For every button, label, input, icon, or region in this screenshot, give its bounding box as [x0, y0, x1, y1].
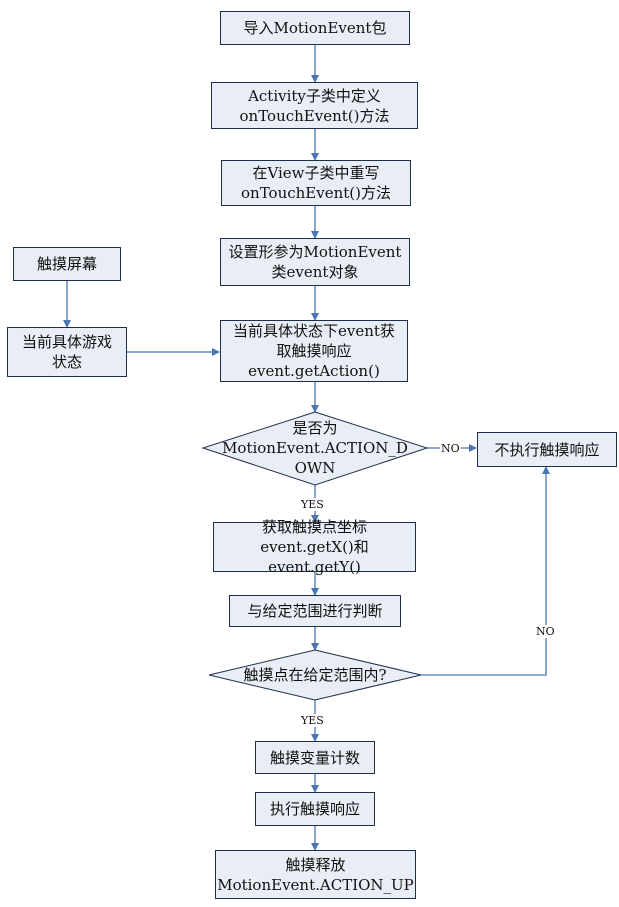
edge-label-no-1: NO	[440, 442, 461, 455]
node-touch-screen: 触摸屏幕	[13, 247, 121, 281]
node-execute-response: 执行触摸响应	[255, 792, 375, 826]
node-judge-range: 与给定范围进行判断	[229, 595, 401, 627]
node-get-coordinates: 获取触摸点坐标 event.getX()和event.getY()	[213, 518, 416, 576]
node-game-state: 当前具体游戏 状态	[7, 327, 127, 377]
edge-label-yes-1: YES	[300, 498, 325, 511]
decision-label-in-range: 触摸点在给定范围内?	[243, 666, 387, 684]
edge-label-no-2: NO	[535, 625, 556, 638]
edge-label-yes-2: YES	[300, 714, 325, 727]
node-no-response: 不执行触摸响应	[477, 432, 617, 467]
node-release: 触摸释放 MotionEvent.ACTION_UP	[215, 850, 416, 899]
node-count-variable: 触摸变量计数	[255, 741, 375, 774]
decision-label-action-down: 是否为 MotionEvent.ACTION_D OWN	[222, 419, 408, 477]
node-set-param: 设置形参为MotionEvent 类event对象	[220, 238, 410, 286]
node-get-action: 当前具体状态下event获 取触摸响应 event.getAction()	[220, 320, 408, 382]
decision-diamond-action-down	[201, 411, 429, 486]
node-view-override: 在View子类中重写 onTouchEvent()方法	[221, 160, 411, 206]
node-import-package: 导入MotionEvent包	[220, 11, 410, 45]
node-activity-define: Activity子类中定义 onTouchEvent()方法	[211, 82, 418, 129]
edge-range-no	[421, 466, 550, 676]
decision-diamond-in-range	[208, 649, 422, 701]
